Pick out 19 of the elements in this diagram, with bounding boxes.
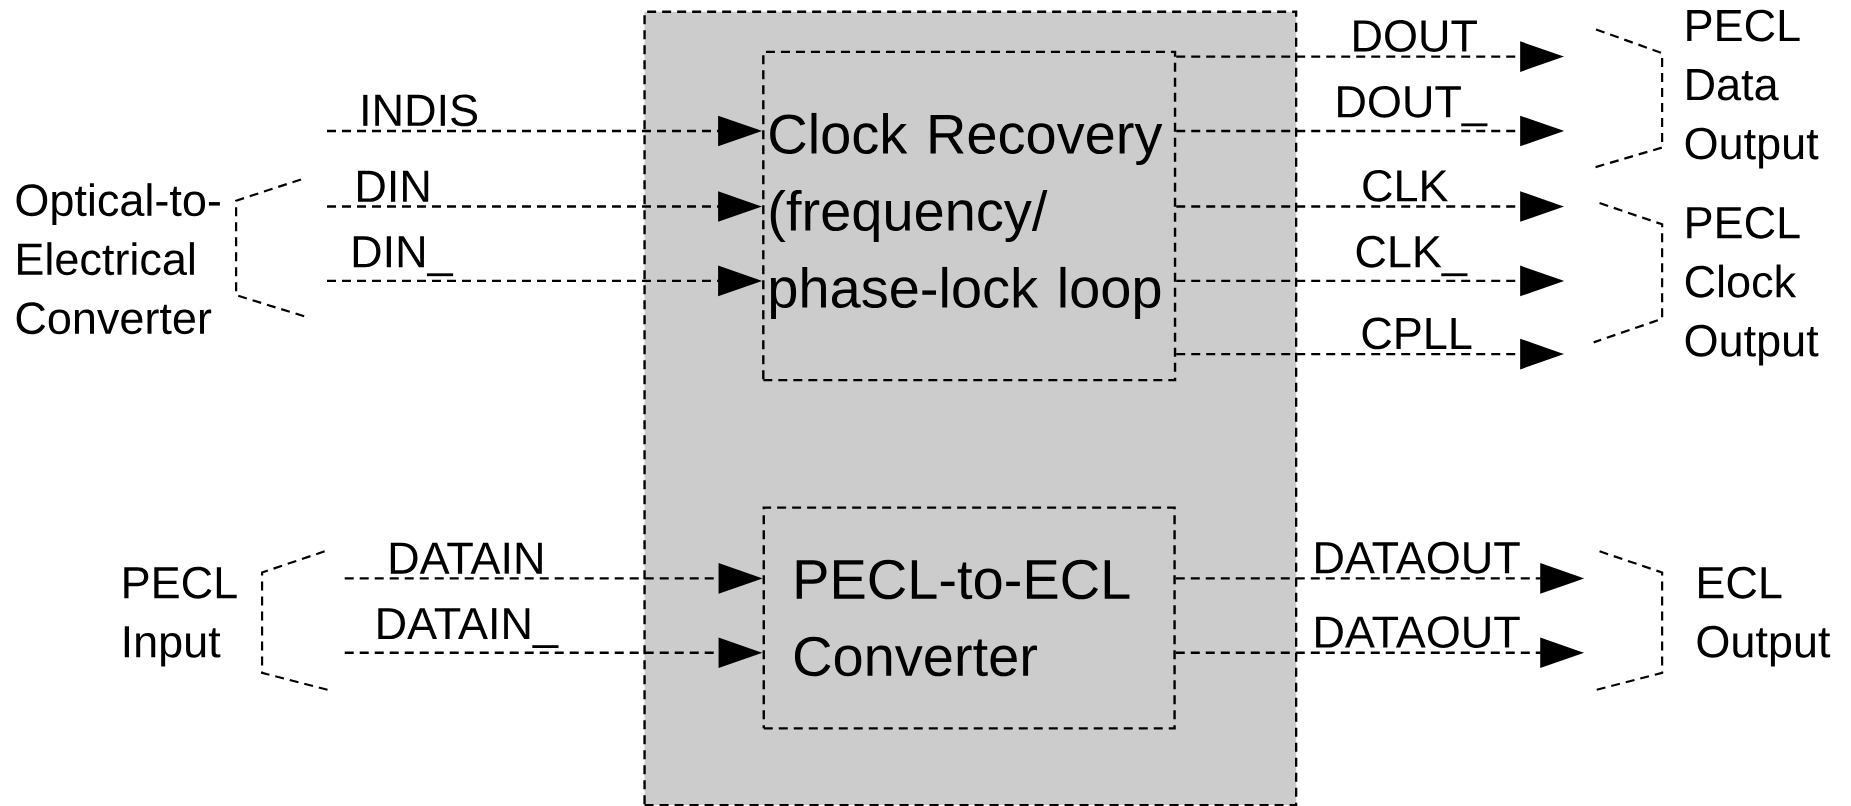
block-box: Clock Recovery (frequency/ phase-lock loop (762, 50, 1177, 382)
edge-label: CLK (1360, 168, 1450, 203)
edge-label: DATAOUT (1311, 615, 1522, 649)
group-label: PECL Input (124, 566, 237, 667)
group-label: PECL Data Output (1685, 9, 1819, 169)
edge-label: INDIS (358, 93, 481, 128)
edge-label: DOUT_ (1333, 84, 1488, 128)
edge-label: DOUT (1349, 18, 1479, 53)
edge-label: DIN_ (349, 235, 454, 278)
edge-label: DATAIN (386, 541, 547, 575)
edge-label: CPLL (1359, 316, 1474, 351)
edge-label: CLK_ (1353, 234, 1468, 278)
block-box: PECL-to-ECL Converter (762, 506, 1176, 730)
edge-label: DATAIN_ (373, 607, 559, 649)
group-label: Optical-to-Electrical Converter (16, 183, 220, 335)
edge-label: DIN (353, 169, 433, 203)
group-label: PECL Clock Output (1685, 206, 1819, 366)
edge-label: DATAOUT (1311, 540, 1522, 575)
group-label: ECL Output (1697, 566, 1831, 667)
